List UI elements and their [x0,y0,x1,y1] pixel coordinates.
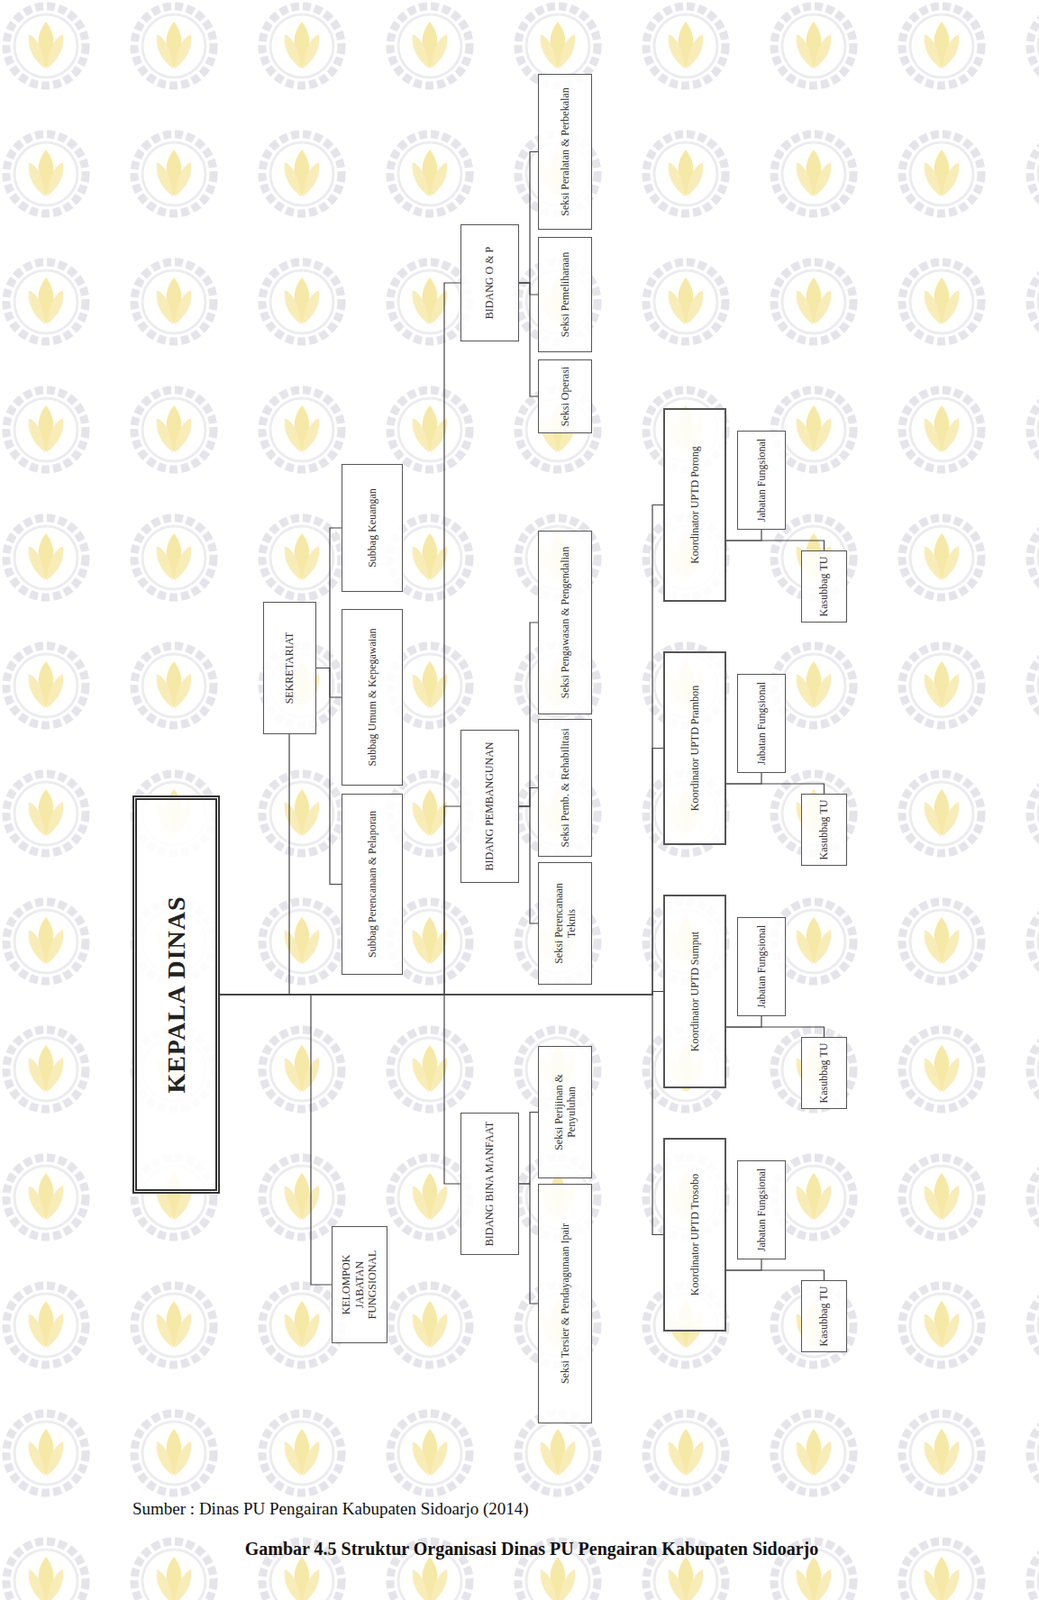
unit-box: Seksi Pengawasan & Pengendalian [537,530,593,715]
unit-box: Seksi Perencanaan Teknis [537,862,593,985]
unit-box: Jabatan Fungsional [737,917,786,1017]
org-connector [519,282,538,397]
unit-box: Seksi Peralatan & Perbekalan [537,73,593,230]
org-connector [726,1270,825,1281]
unit-box: Kasubbag TU [801,550,848,623]
org-connector [726,529,762,541]
unit-box: Subbag Umum & Kepegawaian [341,609,403,786]
unit-name: Jabatan Fungsional [755,682,768,766]
unit-box: Subbag Perencanaan & Pelaporan [341,793,403,976]
org-connector [726,540,825,551]
unit-name: BIDANG BINA MANFAAT [483,1121,496,1247]
unit-box: Koordinator UPTD Sumput [663,894,727,1089]
org-connector [519,788,538,808]
unit-box: Jabatan Fungsional [737,1160,786,1260]
source-note: Sumber : Dinas PU Pengairan Kabupaten Si… [132,1499,529,1520]
org-connector [726,1259,762,1271]
unit-box: BIDANG BINA MANFAAT [460,1112,520,1256]
unit-box: Jabatan Fungsional [737,674,786,774]
unit-box: SEKRETARIAT [263,601,317,735]
unit-name: Seksi Perencanaan Teknis [552,867,579,980]
org-connector [316,528,342,669]
unit-name: Kasubbag TU [817,800,830,861]
org-connector [219,806,461,995]
unit-name: Koordinator UPTD Sumput [688,931,702,1052]
unit-name: Jabatan Fungsional [755,438,768,522]
unit-box: Koordinator UPTD Porong [663,408,727,602]
unit-name: BIDANG O & P [483,246,496,319]
unit-name: Seksi Peralatan & Perbekalan [558,87,572,216]
org-connector [519,282,538,295]
org-connector [219,282,461,995]
unit-name: KEPALA DINAS [161,895,192,1094]
unit-name: Subbag Perencanaan & Pelaporan [365,811,379,958]
org-connector [219,994,461,1185]
org-connector [219,505,664,996]
unit-box: Seksi Operasi [537,359,593,434]
unit-name: Koordinator UPTD Prambon [688,685,702,812]
unit-box: Kasubbag TU [801,1280,848,1353]
unit-name: Seksi Operasi [558,366,572,427]
org-connector [519,806,538,924]
org-connector [519,1112,538,1185]
unit-box: Subbag Keuangan [341,464,403,593]
org-connector [726,773,762,784]
unit-name: Kasubbag TU [817,1043,830,1104]
unit-box: Koordinator UPTD Prambon [663,651,727,846]
unit-box: Seksi Perijinan & Penyuluhan [537,1046,593,1179]
org-connector [316,668,342,885]
org-connector [316,668,342,699]
unit-box: Koordinator UPTD Trosobo [663,1138,727,1332]
unit-name: KELOMPOK JABATAN FUNGSIONAL [339,1231,379,1339]
unit-name: BIDANG PEMBANGUNAN [483,742,496,872]
org-connector [519,1184,538,1304]
unit-box: Kasubbag TU [801,793,848,866]
org-chart: KEPALA DINAS KELOMPOK JABATAN FUNGSIONAL S… [122,51,1011,1470]
unit-name: Subbag Umum & Kepegawaian [365,628,379,767]
unit-box: Seksi Pemeliharaan [537,236,593,353]
unit-name: Seksi Pemb. & Rehabilitasi [558,729,572,848]
unit-box: BIDANG O & P [460,224,520,342]
unit-name: Seksi Tersier & Pendayagunaan Ipair [558,1223,572,1385]
unit-name: Kasubbag TU [817,556,830,618]
unit-name: Koordinator UPTD Porong [688,446,702,565]
org-connector [219,734,290,995]
unit-box: Jabatan Fungsional [737,430,786,530]
org-connector [726,1027,825,1038]
unit-box: Seksi Pemb. & Rehabilitasi [537,719,593,857]
unit-box: BIDANG PEMBANGUNAN [460,729,520,884]
unit-name: Koordinator UPTD Trosobo [688,1174,702,1296]
figure-caption: Gambar 4.5 Struktur Organisasi Dinas PU … [54,1539,1010,1560]
unit-name: Seksi Perijinan & Penyuluhan [552,1051,579,1174]
org-connector [726,1016,762,1028]
unit-name: Jabatan Fungsional [755,925,768,1009]
org-connector [519,152,538,284]
unit-box: KELOMPOK JABATAN FUNGSIONAL [331,1226,388,1344]
org-connector [519,622,538,807]
org-connector [219,748,664,996]
org-connector [219,994,332,1286]
unit-name: Jabatan Fungsional [755,1168,768,1252]
org-connector [219,994,664,1236]
unit-name: Seksi Pengawasan & Pengendalian [558,546,572,699]
head-box: KEPALA DINAS [132,795,220,1194]
unit-name: Subbag Keuangan [365,488,379,568]
unit-box: Kasubbag TU [801,1037,848,1110]
unit-name: Seksi Pemeliharaan [558,252,572,338]
unit-name: Kasubbag TU [817,1286,830,1348]
unit-box: Seksi Tersier & Pendayagunaan Ipair [537,1184,593,1424]
unit-name: SEKRETARIAT [282,632,296,705]
org-connector [726,783,825,794]
